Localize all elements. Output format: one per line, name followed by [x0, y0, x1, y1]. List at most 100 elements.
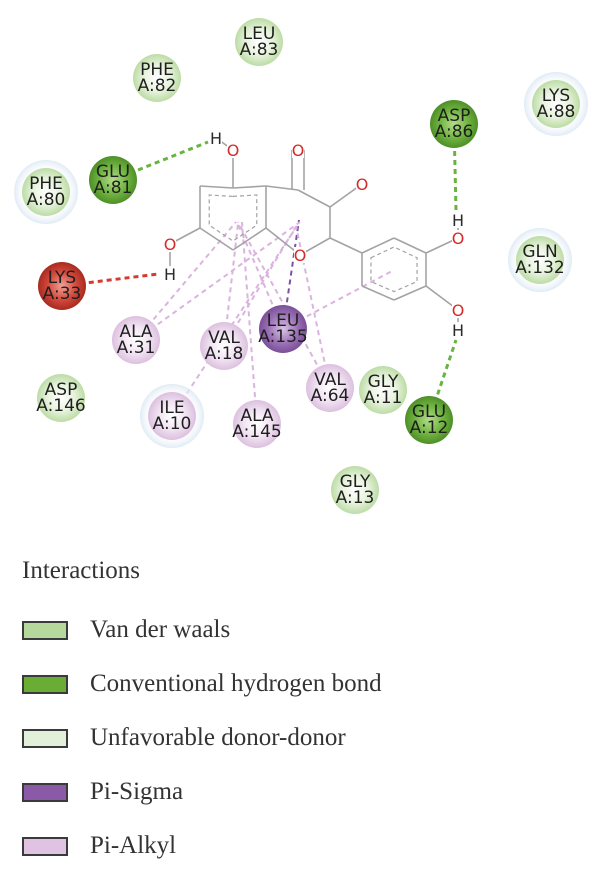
oxygen-label: O — [452, 229, 465, 248]
residue-id: A:33 — [43, 284, 82, 304]
residue-name: GLN — [522, 242, 557, 262]
residue-id: A:12 — [410, 418, 449, 438]
legend-label: Pi-Sigma — [90, 778, 184, 805]
atom-label-bg — [452, 322, 464, 338]
pi-alkyl-line — [171, 225, 298, 417]
residue-id: A:81 — [94, 178, 133, 198]
residue-name: GLU — [96, 162, 130, 182]
residue-disc — [259, 305, 307, 353]
residue-disc — [22, 168, 70, 216]
residue-disc — [233, 400, 281, 448]
residue-disc — [37, 374, 85, 422]
residue-id: A:64 — [311, 386, 350, 406]
residue-id: A:11 — [364, 388, 403, 408]
residue-id: A:13 — [336, 488, 375, 508]
atom-label-bg — [227, 142, 239, 158]
legend-label: Pi-Alkyl — [90, 832, 177, 859]
residue-id: A:31 — [117, 338, 156, 358]
residue-id: A:88 — [537, 102, 576, 122]
residue-name: LYS — [542, 86, 570, 106]
residue-name: PHE — [140, 60, 174, 80]
aromatic-ring-a — [208, 194, 258, 242]
ligand-bond — [393, 285, 427, 301]
oxygen-label: O — [292, 141, 305, 160]
residue-disc — [430, 100, 478, 148]
atom-label-bg — [452, 302, 464, 318]
ligand-bond — [297, 189, 331, 208]
residue-id: A:135 — [258, 327, 308, 347]
residue-id: A:86 — [435, 122, 474, 142]
legend-item-conventional-hydrogen-bond: Conventional hydrogen bond — [22, 657, 582, 711]
oxygen-label: O — [294, 246, 307, 265]
atom-label-bg — [452, 212, 464, 228]
pi-alkyl-line — [237, 221, 331, 389]
atom-label-bg — [210, 130, 222, 146]
legend-swatch — [22, 674, 68, 694]
residue-disc — [516, 236, 564, 284]
atom-label-bg — [294, 247, 306, 263]
residue-name: PHE — [29, 174, 63, 194]
atom-label-bg — [164, 236, 176, 252]
residue-id: A:18 — [205, 344, 244, 364]
oxygen-label: O — [356, 175, 369, 194]
legend-swatch — [22, 836, 68, 856]
oxygen-label: O — [227, 141, 240, 160]
legend-swatch — [22, 728, 68, 748]
residue-disc — [133, 54, 181, 102]
ligand-bond — [232, 227, 267, 251]
legend: Interactions Van der waals Conventional … — [22, 553, 582, 873]
atom-label-bg — [356, 176, 368, 192]
unfavorable-line — [61, 272, 159, 288]
residue-id: A:83 — [240, 40, 279, 60]
ligand-bond — [199, 185, 234, 189]
ligand-bond — [232, 185, 267, 189]
oxygen-label: O — [164, 235, 177, 254]
residue-name: GLU — [412, 402, 446, 422]
residue-name: ALA — [240, 406, 273, 426]
ligand-bond — [199, 227, 234, 251]
residue-disc — [359, 366, 407, 414]
legend-label: Unfavorable donor-donor — [90, 724, 346, 751]
hydrogen-label: H — [164, 265, 176, 284]
residue-name: GLY — [368, 372, 399, 392]
residue-name: ASP — [45, 380, 78, 400]
legend-label: Van der waals — [90, 616, 231, 643]
legend-title: Interactions — [22, 557, 141, 584]
ligand-bond — [329, 237, 363, 254]
residue-disc — [112, 316, 160, 364]
residue-name: ALA — [119, 322, 152, 342]
residue-id: A:10 — [153, 414, 192, 434]
atom-label-bg — [452, 230, 464, 246]
pi-alkyl-line — [241, 221, 258, 425]
residue-id: A:82 — [138, 76, 177, 96]
legend-item-pi-sigma: Pi-Sigma — [22, 765, 582, 819]
hydrogen-bond-line — [112, 140, 209, 182]
residue-disc — [306, 364, 354, 412]
residue-name: ILE — [159, 398, 184, 418]
residue-disc — [405, 396, 453, 444]
residue-id: A:132 — [515, 258, 565, 278]
residue-disc — [235, 18, 283, 66]
legend-item-van-der-waals: Van der waals — [22, 603, 582, 657]
residue-id: A:80 — [27, 190, 66, 210]
residue-disc — [200, 322, 248, 370]
pi-alkyl-line — [223, 224, 298, 347]
residue-disc — [532, 80, 580, 128]
residue-name: LEU — [267, 311, 300, 331]
